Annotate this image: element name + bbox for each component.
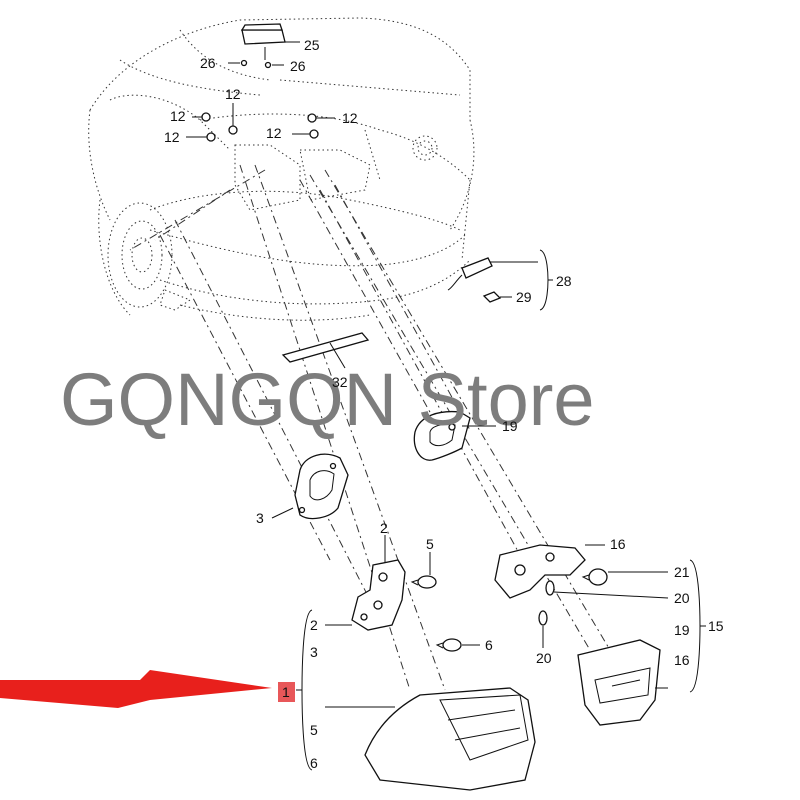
left-group-item-highlighted: 1 bbox=[282, 684, 290, 700]
left-group-item: 3 bbox=[310, 644, 318, 660]
car-body-outline bbox=[88, 17, 475, 321]
right-group-list: 19 16 bbox=[674, 622, 690, 668]
left-group-list: 2 3 1 5 6 bbox=[282, 617, 318, 771]
left-group-item: 5 bbox=[310, 722, 318, 738]
part-15-inner-lamp bbox=[577, 559, 706, 726]
part-6-bulb bbox=[435, 638, 480, 652]
callout-15: 15 bbox=[708, 618, 724, 634]
part-32-trim-strip bbox=[281, 332, 370, 369]
callout-16: 16 bbox=[610, 536, 626, 552]
right-group-item: 16 bbox=[674, 652, 690, 668]
part-21-bulb bbox=[581, 568, 668, 586]
callout-29: 29 bbox=[516, 289, 532, 305]
callout-21: 21 bbox=[674, 564, 690, 580]
callout-2: 2 bbox=[380, 520, 388, 536]
callout-26a: 26 bbox=[200, 55, 216, 71]
right-group-item: 19 bbox=[674, 622, 690, 638]
callout-32: 32 bbox=[332, 374, 348, 390]
callout-6: 6 bbox=[485, 637, 493, 653]
part-25-brake-light bbox=[228, 23, 300, 69]
callout-25: 25 bbox=[304, 37, 320, 53]
left-group-bracket bbox=[301, 609, 313, 771]
part-28-plate-light bbox=[447, 249, 553, 311]
red-pointer-arrow bbox=[0, 670, 272, 708]
callout-12d: 12 bbox=[266, 125, 282, 141]
highlight-box bbox=[278, 682, 295, 702]
callout-12a: 12 bbox=[170, 108, 186, 124]
callout-20b: 20 bbox=[536, 650, 552, 666]
part-3-gasket bbox=[271, 453, 349, 520]
left-group-item: 6 bbox=[310, 755, 318, 771]
callout-labels: 25 26 26 12 12 12 12 12 28 29 32 19 3 2 … bbox=[164, 37, 724, 666]
part-12-nuts bbox=[186, 103, 335, 142]
part-16-bulb-carrier-right bbox=[494, 544, 605, 599]
part-2-bulb-carrier-left bbox=[325, 535, 406, 631]
callout-12c: 12 bbox=[164, 129, 180, 145]
callout-3: 3 bbox=[256, 510, 264, 526]
callout-26b: 26 bbox=[290, 58, 306, 74]
callout-5: 5 bbox=[426, 536, 434, 552]
part-1-tail-light bbox=[325, 687, 536, 791]
callout-28: 28 bbox=[556, 273, 572, 289]
part-5-bulb bbox=[410, 552, 437, 589]
part-19-gasket bbox=[413, 410, 496, 461]
callout-20a: 20 bbox=[674, 590, 690, 606]
callout-12e: 12 bbox=[342, 110, 358, 126]
callout-12b: 12 bbox=[225, 86, 241, 102]
watermark-text: GQNGQN Store bbox=[60, 358, 595, 441]
callout-19: 19 bbox=[502, 418, 518, 434]
left-group-item: 2 bbox=[310, 617, 318, 633]
part-20-bulbs bbox=[538, 580, 669, 648]
